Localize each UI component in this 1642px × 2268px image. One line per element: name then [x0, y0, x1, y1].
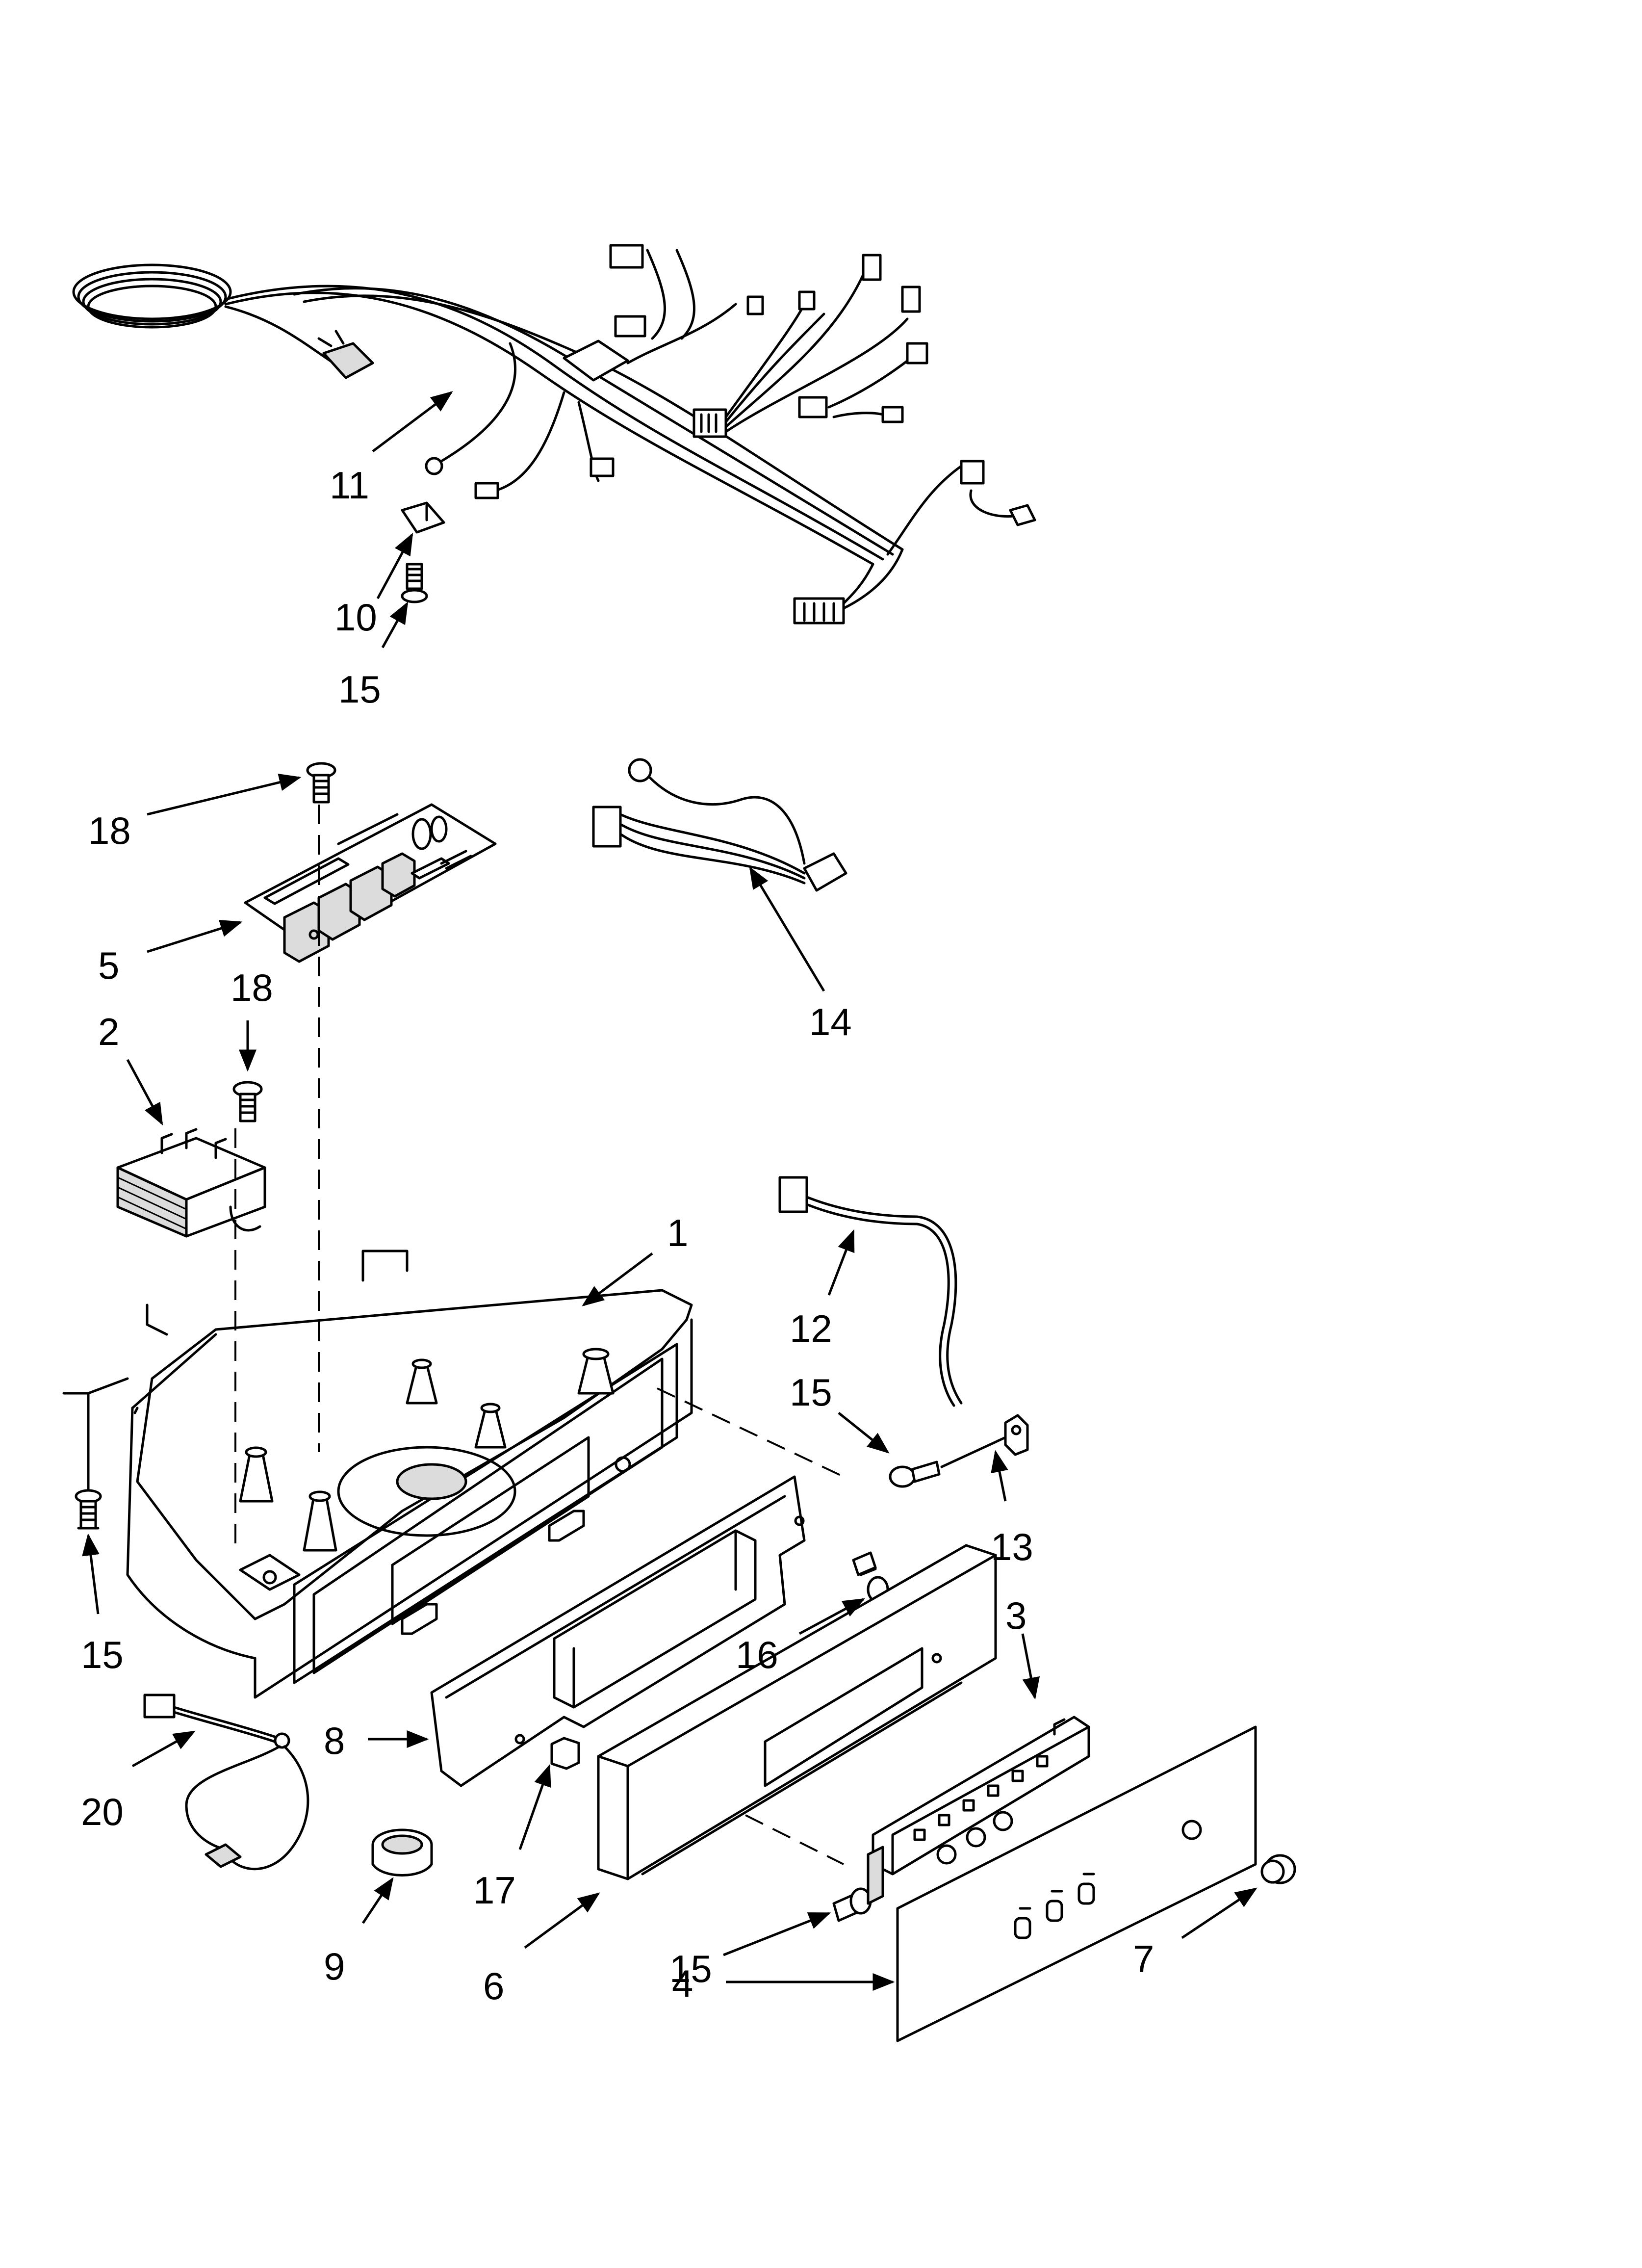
callout-18: 18 — [231, 966, 273, 1009]
clip-part-17 — [550, 1737, 580, 1770]
callout-18: 18 — [88, 809, 131, 852]
callout-1: 1 — [667, 1211, 688, 1254]
callout-3: 3 — [1005, 1594, 1026, 1637]
callout-5: 5 — [98, 944, 119, 987]
callout-15: 15 — [338, 668, 381, 711]
overlay-part-4 — [896, 1725, 1257, 2042]
control-panel-part-3 — [867, 1716, 1090, 1905]
screw-part-18-mid — [232, 1081, 263, 1122]
plug-part-9 — [371, 1828, 433, 1877]
bracket-part-8 — [430, 1475, 806, 1787]
screw-part-15-left — [75, 1489, 102, 1530]
callout-7: 7 — [1133, 1937, 1154, 1981]
callout-17: 17 — [473, 1869, 516, 1912]
callout-15: 15 — [790, 1371, 832, 1414]
callout-11: 11 — [330, 464, 369, 507]
housing-part-1 — [62, 1250, 693, 1699]
callout-14: 14 — [809, 1000, 852, 1043]
sensor-wire-part-20 — [143, 1694, 309, 1871]
control-board-part-5 — [244, 803, 497, 963]
wire-part-12 — [778, 1176, 963, 1407]
screw-part-18-top — [306, 762, 336, 804]
callout-4: 4 — [672, 1962, 693, 2005]
callout-8: 8 — [324, 1719, 345, 1762]
wire-harness-part-14 — [592, 758, 847, 892]
callout-15: 15 — [669, 1947, 712, 1990]
callout-labels: 11 10 15 18 5 18 2 14 1 12 15 13 3 16 15… — [81, 464, 1154, 2007]
clip-part-10 — [401, 501, 445, 534]
callout-12: 12 — [790, 1307, 832, 1350]
callout-20: 20 — [81, 1790, 124, 1833]
callout-9: 9 — [324, 1945, 345, 1988]
screw-part-15-top — [401, 563, 428, 603]
callout-16: 16 — [736, 1633, 778, 1676]
bracket-part-13 — [940, 1414, 1029, 1468]
callout-10: 10 — [334, 596, 377, 639]
callout-2: 2 — [98, 1010, 119, 1053]
alignment-lines — [234, 805, 844, 1865]
callout-15: 15 — [81, 1633, 124, 1676]
screw-part-15-right — [889, 1460, 941, 1488]
callout-13: 13 — [991, 1525, 1033, 1568]
callout-6: 6 — [483, 1964, 504, 2007]
leader-lines — [82, 391, 1257, 1991]
transformer-part-2 — [116, 1128, 266, 1238]
knob-part-7 — [1260, 1854, 1296, 1884]
console-part-6 — [597, 1544, 997, 1880]
screw-part-15-bottom — [832, 1887, 872, 1922]
wire-harness-part-11 — [72, 244, 1036, 625]
